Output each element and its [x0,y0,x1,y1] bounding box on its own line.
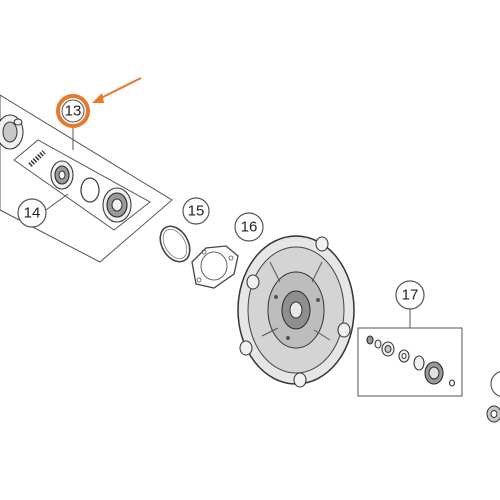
callout-13[interactable]: 13 [56,94,90,128]
callout-17[interactable]: 17 [395,280,425,310]
spring-part[interactable] [28,150,46,167]
callout-14-label: 14 [24,205,41,222]
shaft-seal-part[interactable] [0,114,24,150]
kit-17-frame [357,308,463,397]
circlip-part[interactable] [80,177,100,203]
bearing-large-part[interactable] [102,187,132,223]
highlight-arrow-icon [92,77,142,103]
o-ring-part[interactable] [154,221,196,267]
callout-16[interactable]: 16 [234,212,264,242]
bearing-small-part[interactable] [50,160,74,190]
pump-cover-part[interactable] [237,235,355,388]
callout-partial-right[interactable] [490,371,500,397]
callout-17-label: 17 [402,287,419,304]
callout-13-label: 13 [65,103,82,120]
callout-16-label: 16 [241,219,258,236]
kit-17-parts[interactable] [366,335,456,387]
callout-15[interactable]: 15 [182,197,210,225]
washer-part-partial[interactable] [486,405,500,423]
callout-14[interactable]: 14 [17,193,69,228]
gasket-part[interactable] [191,245,239,289]
kit-13-frame [0,94,173,263]
callout-15-label: 15 [188,203,205,220]
